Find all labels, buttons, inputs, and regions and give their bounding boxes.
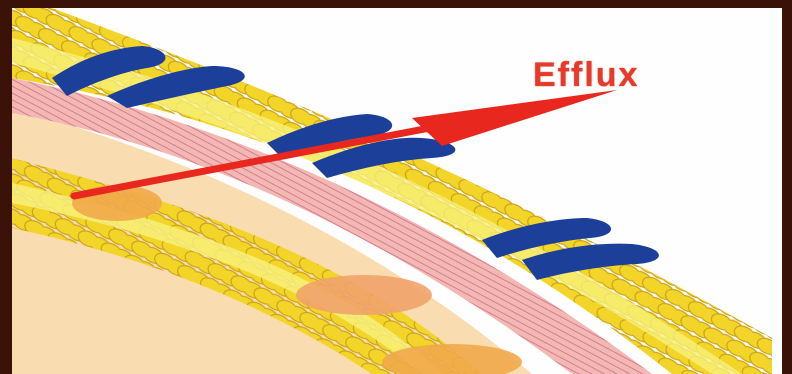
efflux-label: Efflux: [533, 56, 639, 95]
frame-left-border: [0, 0, 12, 374]
frame-top-border: [0, 0, 792, 8]
frame-right-border: [782, 0, 792, 374]
cell-membrane-diagram: [12, 8, 782, 374]
inner-protein: [296, 275, 432, 315]
